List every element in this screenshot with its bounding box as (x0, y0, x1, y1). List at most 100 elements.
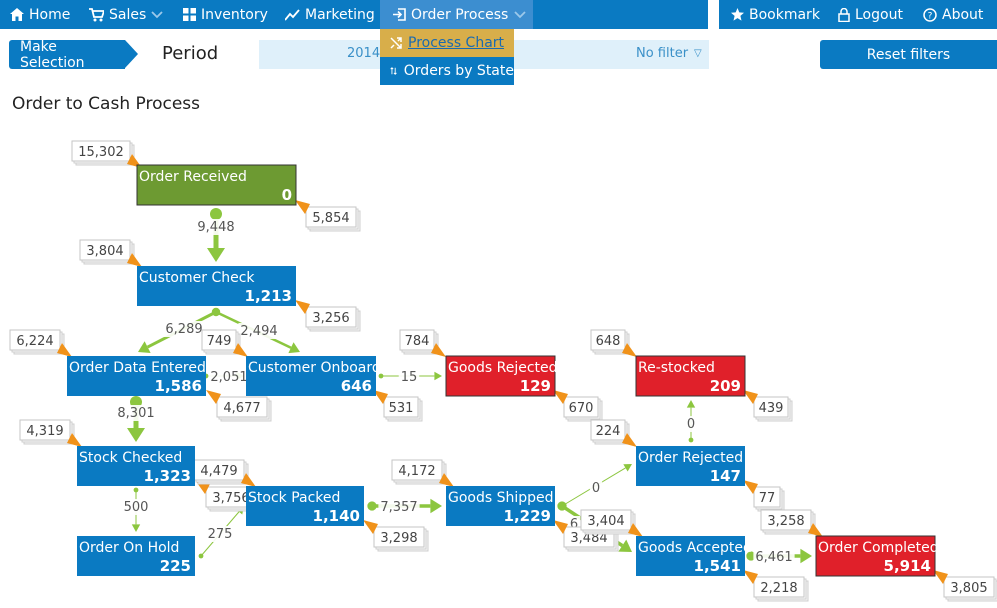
tag-box (563, 396, 599, 418)
tag-value: 4,677 (223, 401, 260, 416)
reset-filters-button[interactable]: Reset filters (820, 40, 997, 69)
edge-arrowhead (623, 464, 632, 472)
trend-icon (285, 8, 300, 21)
star-icon (731, 8, 744, 21)
edge-label: 500 (124, 500, 149, 515)
nav-marketing[interactable]: Marketing (285, 0, 375, 29)
edge-start-dot (133, 487, 139, 493)
tag-box (373, 526, 425, 548)
tag-pointer (553, 520, 568, 534)
node-count: 1,586 (155, 377, 202, 395)
edge-label-bg (378, 499, 420, 515)
edge-entered-to-onboard: 2,051 (203, 369, 250, 385)
nav-inventory-label: Inventory (201, 6, 268, 23)
edge-label-bg (753, 549, 795, 565)
node-name: Order On Hold (79, 540, 179, 556)
node-name: Goods Rejected (448, 360, 558, 376)
tag-value: 15,302 (78, 145, 124, 160)
node-box (246, 356, 376, 396)
tag-box (590, 419, 626, 441)
count-tag-out-entered: 4,677 (206, 390, 272, 422)
count-tag-in-accepted: 3,404 (580, 509, 643, 537)
tag-pointer (553, 390, 568, 404)
nav-order-process[interactable]: Order Process (380, 0, 533, 29)
nav-sales[interactable]: Sales (89, 0, 168, 29)
tag-box (305, 206, 357, 228)
tag-pointer (295, 200, 310, 214)
svg-text:?: ? (928, 11, 933, 21)
count-tag-out-restocked: 439 (743, 390, 793, 422)
tag-box (305, 306, 357, 328)
node-box (67, 356, 206, 396)
node-count: 209 (710, 377, 741, 395)
tag-value: 439 (759, 401, 784, 416)
edge-packed-to-shipped: 7,357 (367, 498, 442, 515)
nav-home[interactable]: Home (10, 0, 70, 29)
node-name: Stock Checked (79, 450, 182, 466)
nav-logout[interactable]: Logout (838, 0, 903, 29)
edge-label-bg (398, 369, 420, 385)
nav-order-process-label: Order Process (411, 6, 509, 23)
count-tag-in-entered: 6,224 (9, 329, 72, 357)
tag-value: 648 (596, 334, 621, 349)
nav-bookmark[interactable]: Bookmark (731, 0, 820, 29)
node-box (635, 355, 746, 397)
tag-pointer (431, 343, 446, 357)
count-tag-out-received: 5,854 (295, 200, 361, 232)
edge-start-dot (557, 501, 567, 511)
tag-box (399, 329, 435, 351)
make-selection-button[interactable]: Make Selection (9, 39, 125, 71)
lock-icon (838, 7, 850, 22)
nav-about[interactable]: ? About (923, 0, 983, 29)
dropdown-item-orders-by-state[interactable]: Orders by State (380, 57, 514, 85)
node-count: 1,229 (504, 507, 551, 525)
nav-about-label: About (942, 6, 984, 23)
edge-arrowhead (434, 371, 442, 381)
node-box (636, 536, 745, 576)
count-tag-in-packed: 4,479 (193, 459, 256, 487)
node-box (815, 535, 936, 577)
tag-box (753, 486, 781, 508)
edge-order_rejected-to-restocked: 0 (684, 400, 698, 443)
edge-arrowhead (207, 248, 225, 262)
count-tag-out-order_rejected: 77 (743, 480, 785, 512)
tag-box (201, 329, 237, 351)
tag-pointer (628, 523, 643, 537)
node-name: Re-stocked (638, 360, 715, 376)
tag-box (760, 509, 812, 531)
nav-sales-label: Sales (109, 6, 147, 23)
count-tag-in-rejected_goods: 784 (399, 329, 446, 357)
tag-box (753, 576, 805, 598)
period-label: Period (162, 43, 219, 64)
edge-label: 0 (687, 417, 695, 432)
edge-label-bg (195, 219, 237, 235)
edge-label: 6,461 (755, 550, 792, 565)
tag-pointer (933, 570, 948, 584)
tag-value: 4,319 (26, 424, 63, 439)
nav-inventory[interactable]: Inventory (183, 0, 268, 29)
tag-value: 531 (389, 401, 414, 416)
tag-pointer (67, 433, 82, 447)
tag-pointer (808, 523, 823, 537)
node-name: Stock Packed (248, 490, 340, 506)
count-tag-out-accepted: 2,218 (743, 570, 809, 602)
node-box (636, 446, 745, 486)
edge-label: 9,448 (197, 220, 234, 235)
chevron-down-icon (514, 10, 526, 18)
tag-value: 224 (596, 424, 621, 439)
tag-box (753, 396, 789, 418)
dropdown-item-process-chart[interactable]: Process Chart (380, 29, 514, 57)
